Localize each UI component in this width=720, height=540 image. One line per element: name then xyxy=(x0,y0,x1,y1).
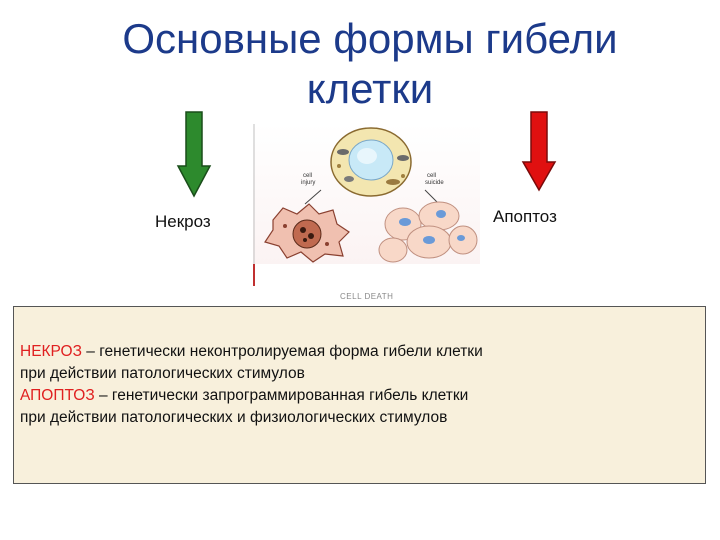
necrosis-definition-text: – генетически неконтролируемая форма гиб… xyxy=(81,343,483,360)
apoptosis-definition-line-2: при действии патологических и физиологич… xyxy=(20,409,448,426)
apoptosis-label: Апоптоз xyxy=(493,207,557,226)
title-line-2: клетки xyxy=(306,65,434,112)
cell-injury-label-2: injury xyxy=(301,180,315,186)
cell-injury-label-1: cell xyxy=(303,173,312,179)
healthy-cell-icon xyxy=(330,127,412,197)
cell-suicide-label-1: cell xyxy=(427,173,436,179)
definitions-box: НЕКРОЗ – генетически неконтролируемая фо… xyxy=(13,306,706,484)
apoptosis-definition: АПОПТОЗ – генетически запрограммированна… xyxy=(20,385,699,407)
title-line-1: Основные формы гибели xyxy=(122,15,618,62)
green-down-arrow-icon xyxy=(176,111,212,198)
cell-suicide-label-2: suicide xyxy=(425,180,444,186)
necrosis-definition-line-2: при действии патологических стимулов xyxy=(20,365,305,382)
cell-death-illustration: cell injury cell suicide xyxy=(253,124,480,264)
figure-caption: CELL DEATH xyxy=(340,292,394,301)
necrosis-term: НЕКРОЗ xyxy=(20,343,82,360)
red-down-arrow-icon xyxy=(521,111,557,192)
figure-edge-mark xyxy=(253,264,255,286)
necrotic-cell-icon xyxy=(264,203,350,263)
apoptotic-bodies-icon xyxy=(378,201,478,263)
necrosis-label: Некроз xyxy=(155,212,211,231)
necrosis-definition: НЕКРОЗ – генетически неконтролируемая фо… xyxy=(20,341,699,363)
apoptosis-definition-text: – генетически запрограммированная гибель… xyxy=(94,387,469,404)
apoptosis-term: АПОПТОЗ xyxy=(20,387,95,404)
slide-title: Основные формы гибели клетки xyxy=(80,14,660,114)
cell-diagram: cell injury cell suicide xyxy=(253,124,478,264)
